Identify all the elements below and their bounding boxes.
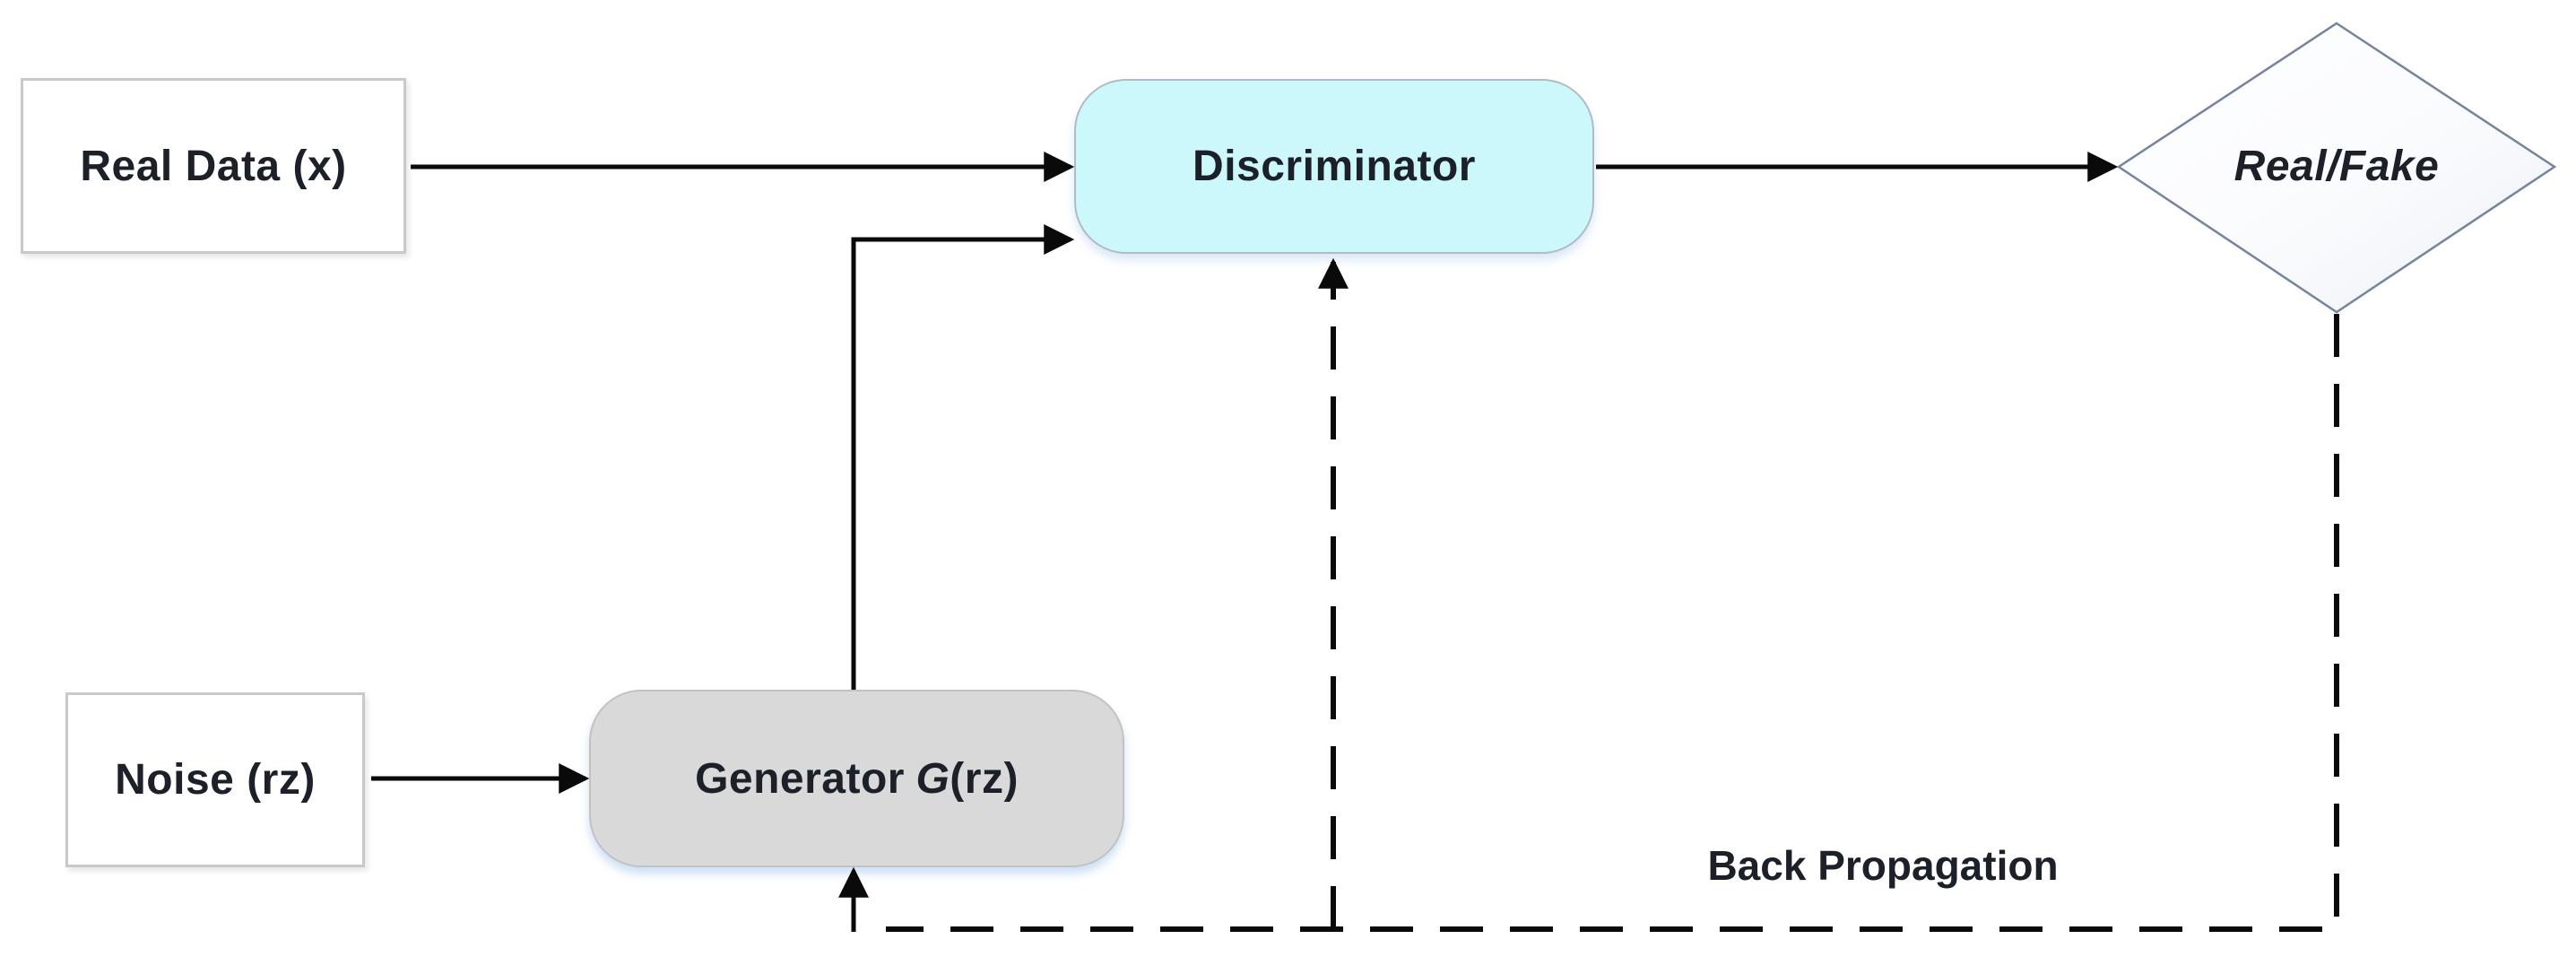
discriminator-label: Discriminator (1193, 143, 1476, 190)
generator-label-g: G (915, 754, 950, 803)
real-fake-label: Real/Fake (2233, 143, 2440, 190)
back-propagation-label: Back Propagation (1707, 842, 2059, 889)
noise-node: Noise (rz) (65, 692, 365, 867)
discriminator-node: Discriminator (1074, 79, 1594, 254)
edge-generator-to-discriminator (851, 224, 1075, 690)
noise-label: Noise (rz) (115, 756, 316, 804)
real-data-label: Real Data (x) (80, 142, 347, 190)
generator-label-prefix: Generator (695, 754, 905, 803)
generator-label-suffix: (rz) (950, 754, 1019, 803)
real-data-node: Real Data (x) (21, 78, 406, 254)
